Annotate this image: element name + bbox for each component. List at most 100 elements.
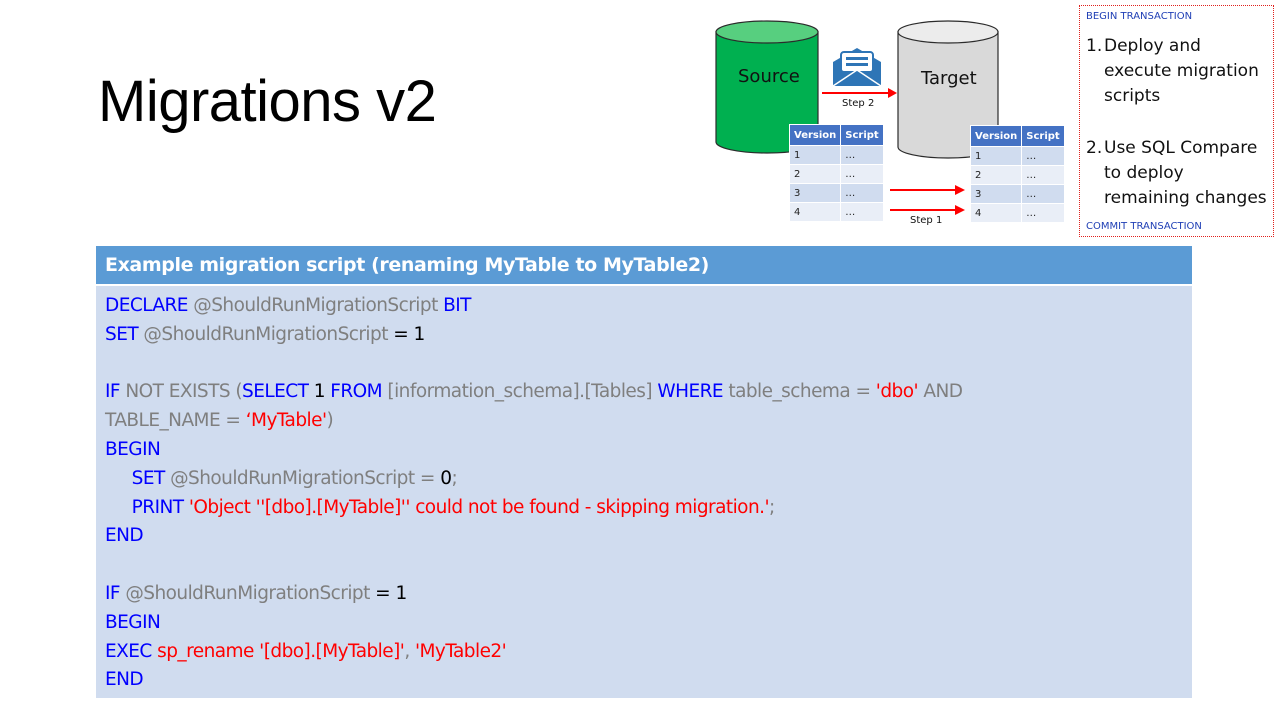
string-literal: 'Object ''[dbo].[MyTable]'' could not be… [188, 496, 770, 518]
code-line: BEGIN [105, 609, 1192, 638]
keyword: SET [131, 467, 171, 489]
keyword: PRINT [131, 496, 189, 518]
transaction-box: BEGIN TRANSACTION 1. Deploy and execute … [1079, 5, 1274, 237]
step2-label: Step 2 [842, 98, 875, 109]
variable: @ShouldRunMigrationScript [170, 467, 415, 489]
script-cell: … [1021, 203, 1065, 223]
table-row: 1… [788, 145, 884, 165]
script-cell: … [840, 202, 884, 222]
string-literal: 'MyTable2' [414, 640, 507, 662]
script-cell: … [1021, 165, 1065, 185]
table-row: 2… [969, 165, 1065, 185]
code-line: SET @ShouldRunMigrationScript = 1 [105, 321, 1192, 350]
indent [105, 497, 132, 518]
version-cell: 3 [969, 184, 1023, 204]
table-row: 1… [969, 146, 1065, 166]
code-line: IF NOT EXISTS (SELECT 1 FROM [informatio… [105, 378, 1192, 407]
step-number: 1. [1086, 36, 1103, 56]
code-text: 1 [313, 381, 331, 403]
code-line: END [105, 666, 1192, 695]
table-row: 4… [969, 203, 1065, 223]
keyword: BEGIN [105, 611, 161, 633]
keyword: AND [918, 381, 963, 403]
code-text: = 1 [369, 582, 407, 604]
target-label: Target [921, 68, 977, 89]
table-row: 4… [788, 202, 884, 222]
keyword: DECLARE [105, 295, 194, 316]
script-cell: … [1021, 146, 1065, 166]
keyword: SELECT [242, 381, 314, 403]
keyword: FROM [330, 381, 388, 403]
code-line: EXEC sp_rename '[dbo].[MyTable]', 'MyTab… [105, 638, 1192, 667]
code-line: BEGIN [105, 436, 1192, 465]
keyword: WHERE [657, 381, 729, 403]
version-cell: 2 [788, 164, 842, 184]
code-panel-header: Example migration script (renaming MyTab… [96, 246, 1192, 286]
table-row: 2… [788, 164, 884, 184]
keyword: BEGIN [105, 438, 161, 460]
migration-diagram [715, 20, 999, 215]
keyword: EXEC [105, 640, 158, 662]
version-cell: 1 [969, 146, 1023, 166]
identifier: table_schema = [728, 381, 876, 403]
code-line: DECLARE @ShouldRunMigrationScript BIT [105, 292, 1192, 321]
procedure-name: sp_rename [157, 640, 260, 662]
keyword: IF [105, 582, 126, 604]
identifier: TABLE_NAME = [105, 410, 246, 432]
script-cell: … [840, 145, 884, 165]
step1-label: Step 1 [910, 215, 943, 226]
keyword: SET [105, 323, 144, 345]
string-literal: 'dbo' [875, 381, 919, 403]
step-number: 2. [1086, 138, 1103, 158]
code-text: ) [326, 410, 334, 432]
table-header-script: Script [840, 124, 884, 146]
string-literal: ‘MyTable' [245, 410, 327, 432]
table-header-script: Script [1021, 125, 1065, 147]
variable: @ShouldRunMigrationScript [125, 582, 370, 604]
identifier: [information_schema].[Tables] [387, 381, 658, 403]
keyword: IF [105, 381, 126, 403]
version-cell: 1 [788, 145, 842, 165]
version-cell: 3 [788, 183, 842, 203]
source-version-table: Version Script 1… 2… 3… 4… [788, 124, 884, 222]
script-cell: … [840, 183, 884, 203]
script-cell: … [840, 164, 884, 184]
code-line: END [105, 522, 1192, 551]
step2-arrow [822, 88, 897, 98]
code-text: , [404, 640, 415, 662]
code-text: 0 [440, 467, 452, 489]
variable: @ShouldRunMigrationScript [143, 323, 388, 345]
step-text: Deploy and execute migration scripts [1104, 36, 1259, 106]
begin-transaction-label: BEGIN TRANSACTION [1086, 11, 1193, 22]
version-cell: 4 [788, 202, 842, 222]
table-header-version: Version [788, 124, 842, 146]
code-line: SET @ShouldRunMigrationScript = 0; [105, 465, 1192, 494]
code-panel: Example migration script (renaming MyTab… [96, 246, 1192, 698]
keyword: NOT EXISTS ( [125, 381, 243, 403]
commit-transaction-label: COMMIT TRANSACTION [1086, 221, 1202, 232]
step1-arrows [890, 185, 965, 215]
transaction-step-2: 2. Use SQL Compare to deploy remaining c… [1086, 136, 1271, 211]
version-cell: 4 [969, 203, 1023, 223]
step-text: Use SQL Compare to deploy remaining chan… [1104, 138, 1267, 208]
code-text: ; [451, 467, 458, 489]
table-row: 3… [969, 184, 1065, 204]
keyword: END [105, 525, 144, 547]
transaction-step-1: 1. Deploy and execute migration scripts [1086, 34, 1271, 109]
code-text: ; [768, 496, 775, 518]
code-text: = 1 [387, 323, 425, 345]
keyword: BIT [437, 295, 471, 316]
keyword: END [105, 669, 144, 691]
target-version-table: Version Script 1… 2… 3… 4… [969, 125, 1065, 223]
code-line: IF @ShouldRunMigrationScript = 1 [105, 580, 1192, 609]
version-cell: 2 [969, 165, 1023, 185]
code-text: = [414, 467, 441, 489]
script-cell: … [1021, 184, 1065, 204]
deploy-envelope-icon [832, 48, 882, 87]
source-label: Source [738, 66, 800, 87]
variable: @ShouldRunMigrationScript [193, 295, 438, 316]
table-row: 3… [788, 183, 884, 203]
slide-title: Migrations v2 [98, 69, 437, 134]
string-literal: '[dbo].[MyTable]' [259, 640, 405, 662]
table-header-version: Version [969, 125, 1023, 147]
